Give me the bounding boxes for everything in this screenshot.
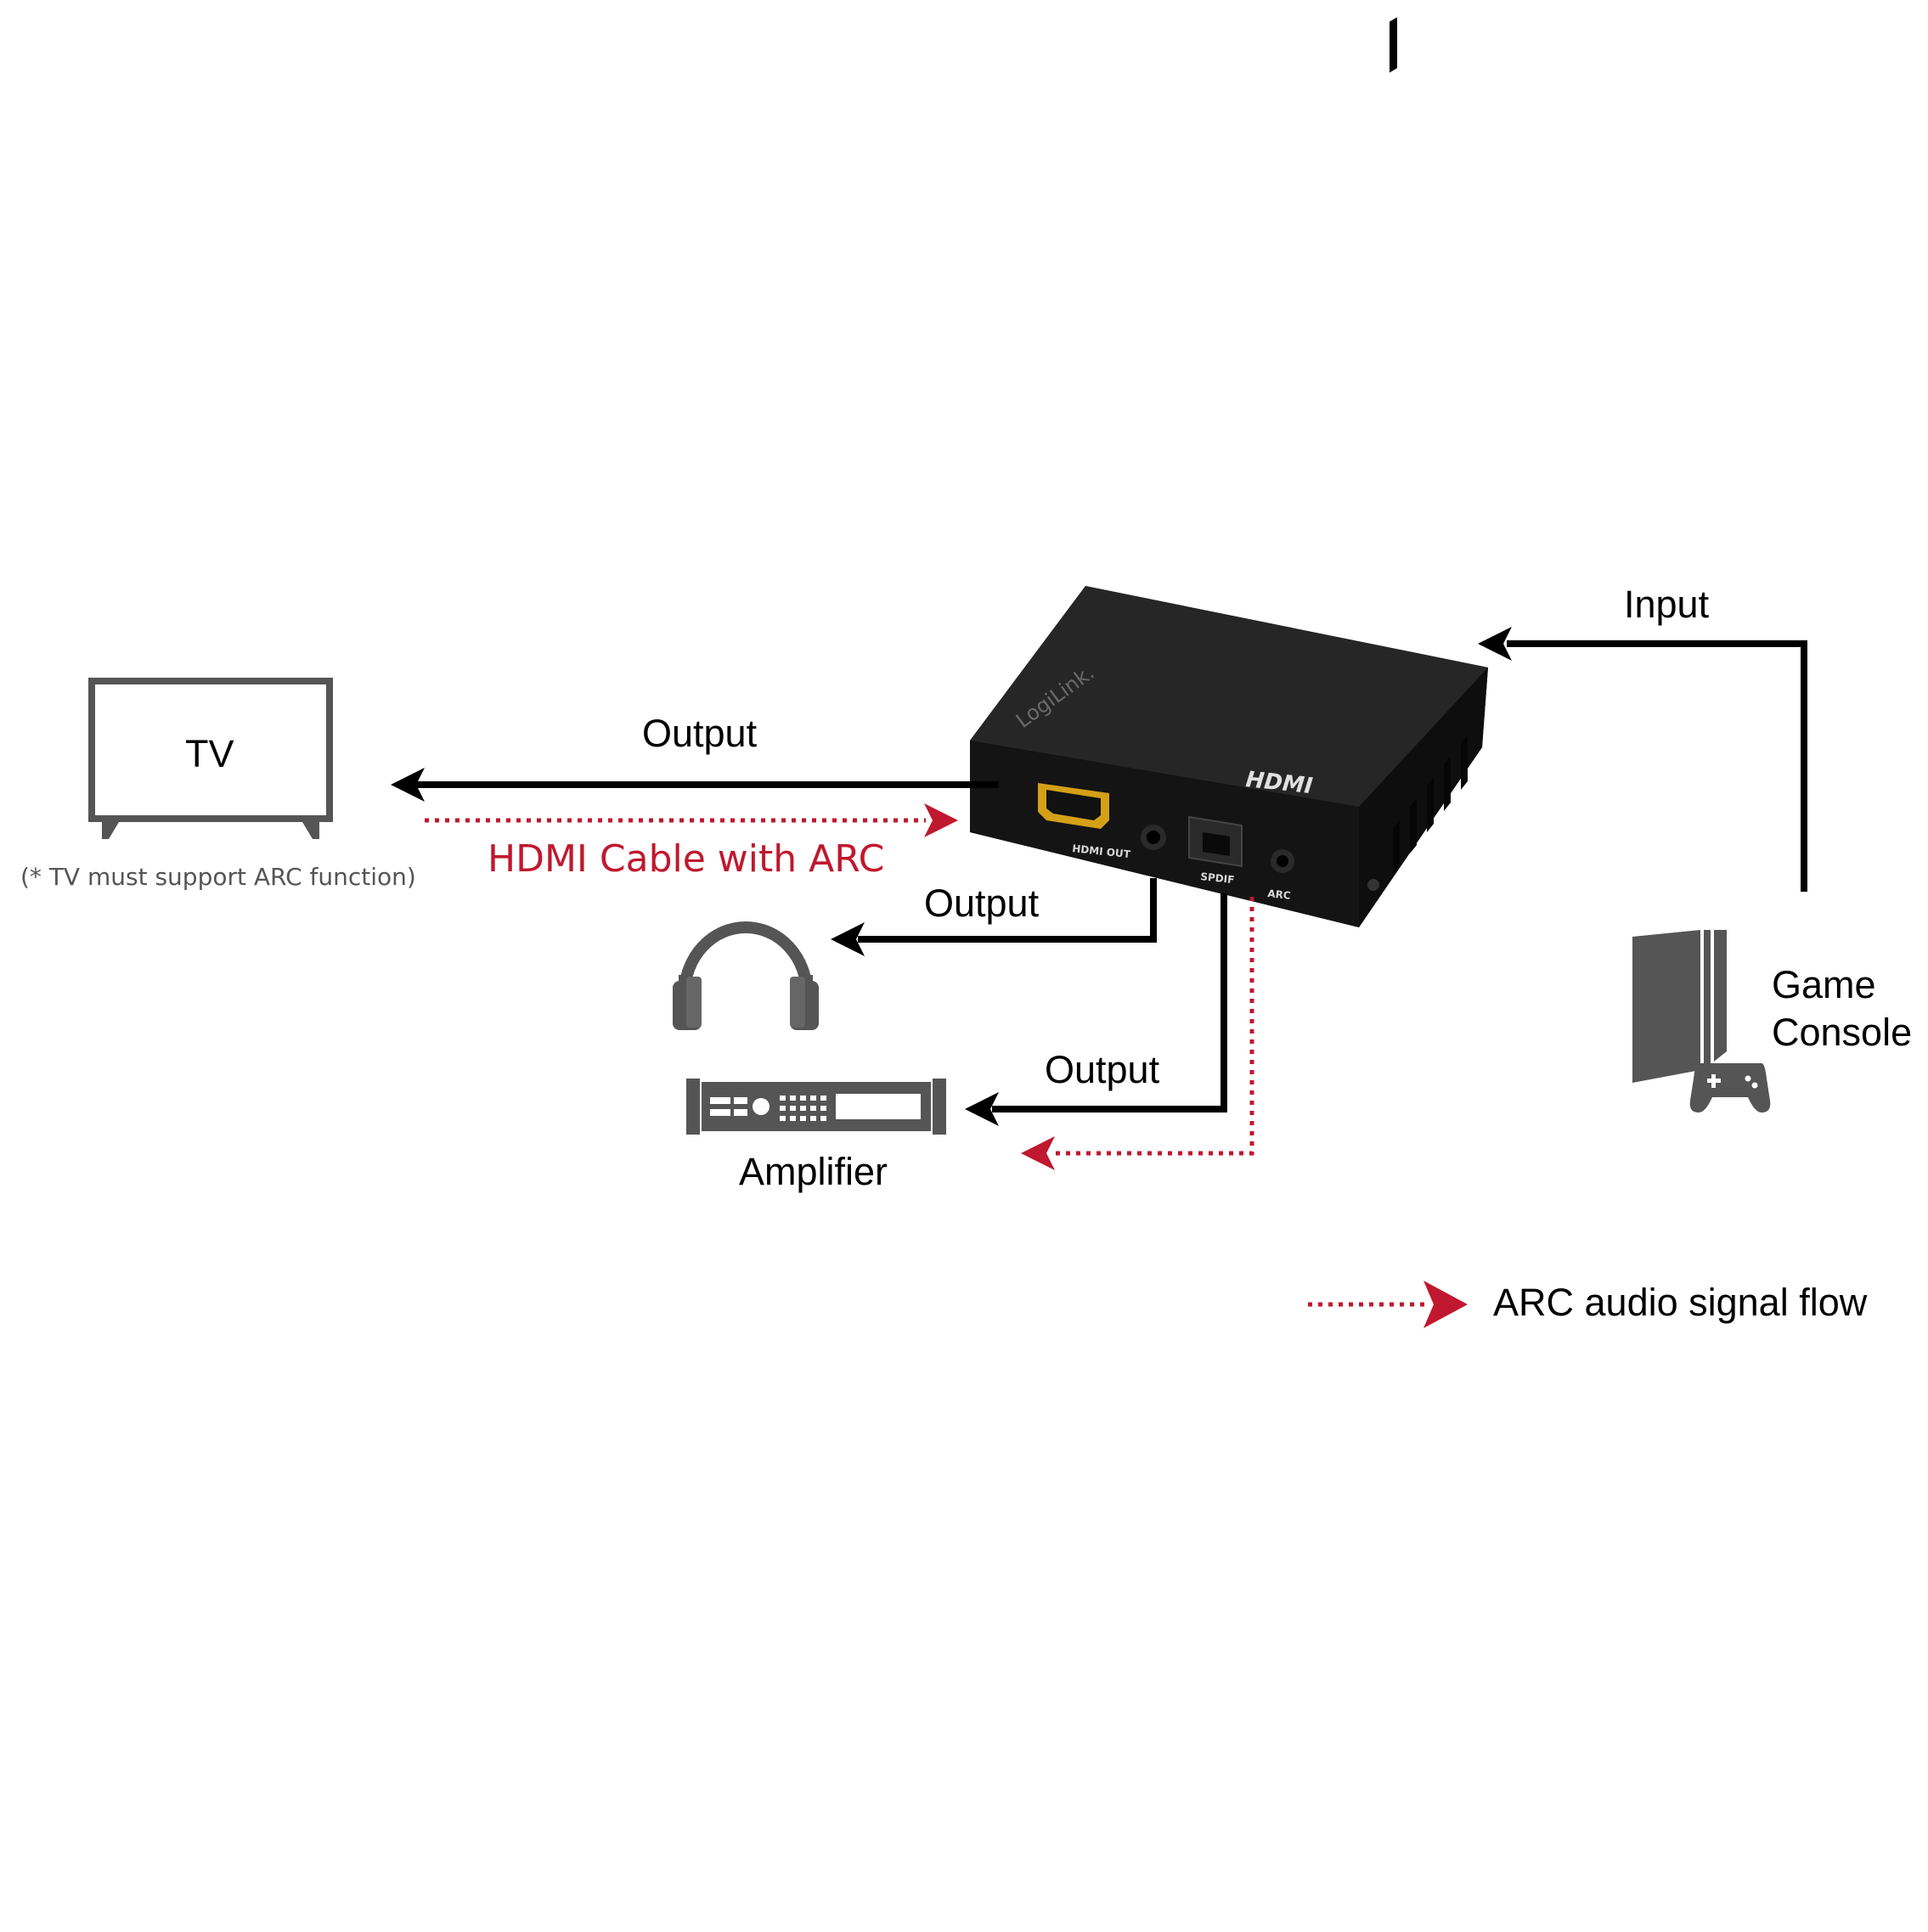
- arc-tv-arrowhead: [924, 803, 958, 837]
- game-console-icon: [1632, 930, 1771, 1112]
- headphones-output-label: Output: [924, 882, 1040, 925]
- signal-lines: [414, 640, 1807, 1112]
- game-console-label-line1: Game: [1772, 963, 1876, 1006]
- headphones-icon: [673, 921, 819, 1030]
- amplifier-icon: [686, 1079, 946, 1135]
- headphones-output-line: [858, 878, 1157, 943]
- tv-label: TV: [185, 732, 234, 775]
- arc-flow-lines: [425, 818, 1427, 1307]
- amplifier-arrowhead: [965, 1092, 999, 1126]
- input-arrowhead: [1478, 627, 1512, 661]
- input-label: Input: [1624, 583, 1710, 626]
- hdmi-cable-arc-label: HDMI Cable with ARC: [488, 837, 885, 881]
- signal-arrowheads: [391, 627, 1512, 1126]
- side-vent-slots: [1390, 17, 1397, 73]
- arc-port-label: ARC: [1267, 887, 1292, 902]
- amplifier-label: Amplifier: [739, 1150, 888, 1193]
- input-line: [1507, 640, 1807, 892]
- headphones-arrowhead: [831, 922, 865, 956]
- amplifier-output-label: Output: [1045, 1048, 1160, 1091]
- tv-output-label: Output: [642, 712, 758, 755]
- arc-amplifier-line: [1053, 897, 1254, 1156]
- arc-amplifier-arrowhead: [1021, 1136, 1055, 1170]
- amplifier-output-line: [992, 893, 1227, 1112]
- legend-label: ARC audio signal flow: [1493, 1281, 1868, 1324]
- legend-arc-arrowhead: [1423, 1281, 1468, 1328]
- hdmi-audio-extractor-device: HDMI OUT SPDIF ARC LogiLink. HDMI: [970, 17, 1488, 927]
- tv-output-arrowhead: [391, 768, 425, 802]
- tv-icon: [88, 678, 333, 839]
- arc-arrowheads: [924, 803, 1468, 1328]
- game-console-label-line2: Console: [1772, 1011, 1913, 1054]
- spdif-port-label: SPDIF: [1200, 870, 1235, 886]
- tv-arc-note: (* TV must support ARC function): [20, 863, 416, 891]
